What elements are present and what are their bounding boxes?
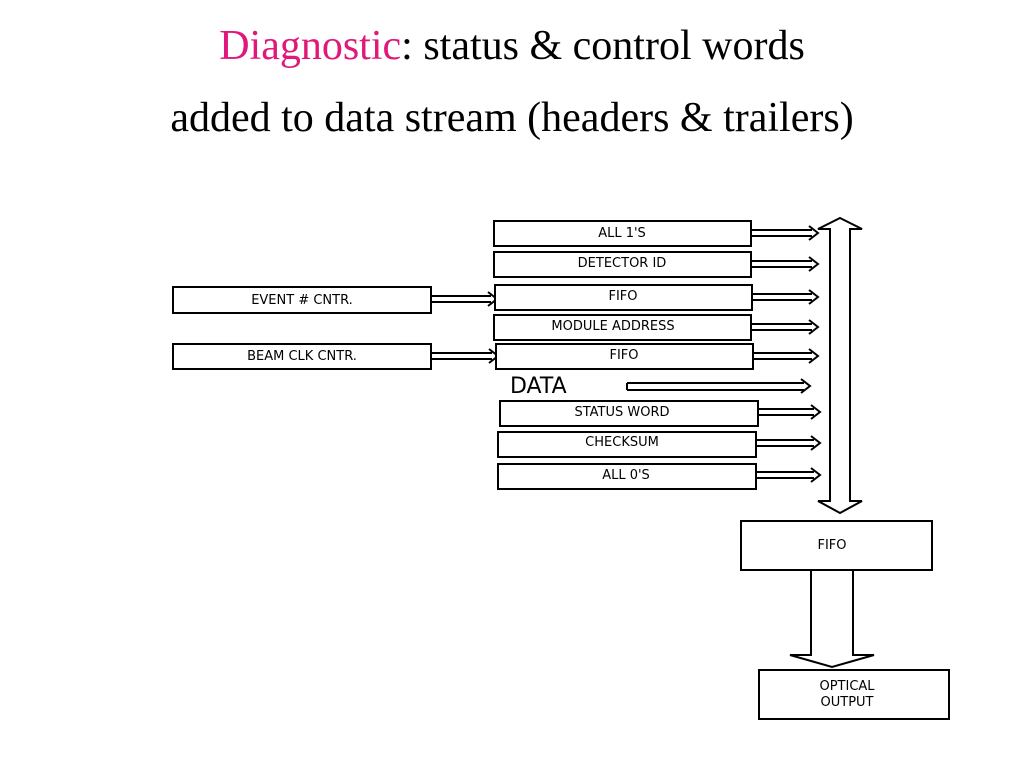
stream-box-detector-id: DETECTOR ID	[493, 251, 752, 278]
stream-to-bus-arrow	[758, 404, 822, 420]
title-line-2: added to data stream (headers & trailers…	[170, 95, 854, 141]
stream-box-label: ALL 1'S	[598, 226, 646, 241]
stream-to-bus-arrow	[756, 435, 822, 451]
stream-box-checksum: CHECKSUM	[497, 431, 757, 458]
counter-to-fifo-arrow	[431, 348, 500, 364]
counter-label: EVENT # CNTR.	[251, 293, 353, 308]
stream-to-bus-arrow	[753, 348, 820, 364]
stream-box-label: CHECKSUM	[585, 435, 659, 450]
data-bus-arrow	[817, 216, 863, 515]
stream-box-label: DETECTOR ID	[578, 256, 667, 271]
data-label: DATA	[510, 374, 567, 399]
stream-to-bus-arrow	[751, 319, 820, 335]
optical-output-label-line-2: OUTPUT	[821, 695, 874, 710]
stream-box-all-zeros: ALL 0'S	[497, 463, 757, 490]
title-keyword: Diagnostic	[219, 23, 402, 69]
stream-box-module-address: MODULE ADDRESS	[493, 314, 752, 341]
stream-box-label: FIFO	[608, 289, 637, 304]
stream-to-bus-arrow	[751, 256, 820, 272]
stream-box-label: FIFO	[609, 348, 638, 363]
counter-event-number: EVENT # CNTR.	[172, 286, 432, 314]
title-line-1: Diagnostic: status & control words	[0, 22, 1024, 70]
counter-to-fifo-arrow	[431, 291, 499, 307]
stream-box-label: ALL 0'S	[602, 468, 650, 483]
stream-to-bus-arrows	[751, 225, 822, 483]
stream-box-fifo-beam: FIFO	[495, 343, 754, 370]
stream-to-bus-arrow	[752, 289, 820, 305]
optical-output-box: OPTICAL OUTPUT	[758, 669, 950, 720]
stream-box-all-ones: ALL 1'S	[493, 220, 752, 247]
stream-box-label: MODULE ADDRESS	[551, 319, 674, 334]
counter-beam-clock: BEAM CLK CNTR.	[172, 343, 432, 370]
data-arrow	[626, 378, 812, 394]
title-line-1-rest: : status & control words	[401, 23, 805, 69]
down-arrow	[789, 569, 875, 669]
stream-box-label: STATUS WORD	[574, 405, 669, 420]
output-fifo-label: FIFO	[817, 538, 846, 553]
stream-box-fifo-event: FIFO	[494, 284, 753, 311]
stream-to-bus-arrow	[756, 467, 822, 483]
optical-output-label-line-1: OPTICAL	[819, 679, 875, 694]
output-fifo-box: FIFO	[740, 520, 933, 571]
counter-label: BEAM CLK CNTR.	[247, 349, 357, 364]
stream-box-status-word: STATUS WORD	[499, 400, 759, 427]
stream-to-bus-arrow	[751, 225, 820, 241]
